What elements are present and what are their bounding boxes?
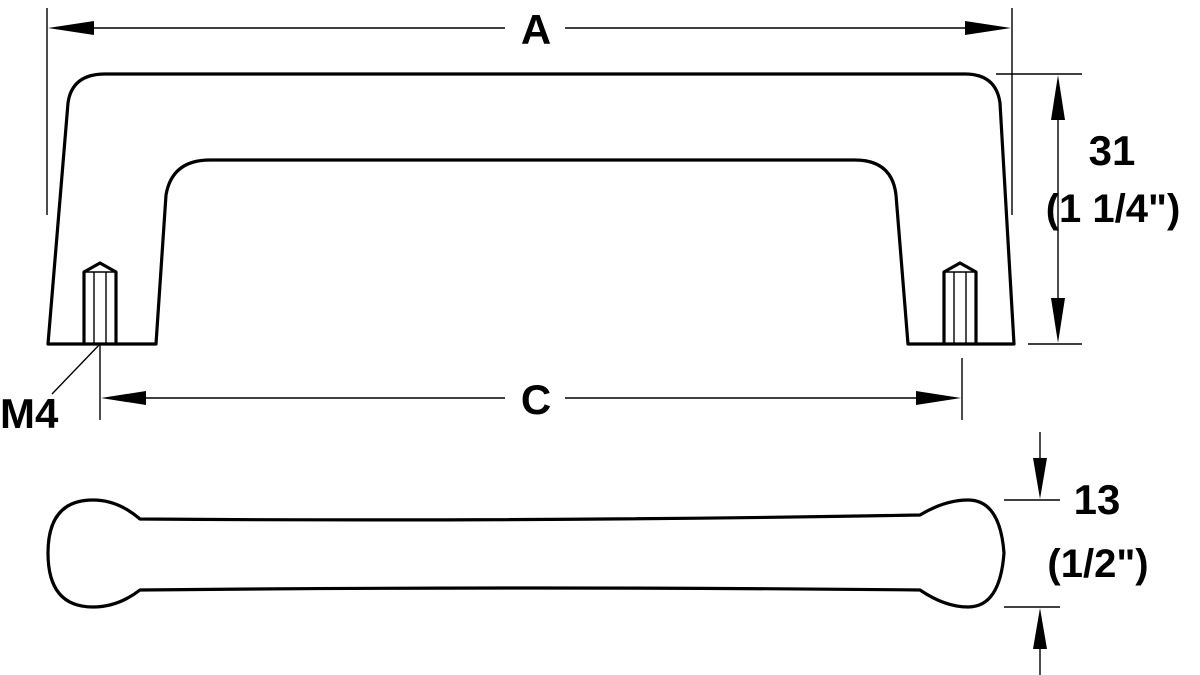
thread-label: M4 [0, 390, 59, 437]
right-thread-insert [942, 261, 978, 346]
dimension-a-label: A [521, 6, 551, 53]
height-mm-label: 31 [1089, 127, 1136, 174]
left-thread-insert [82, 261, 118, 346]
dimension-height: 31 (1 1/4") [996, 73, 1181, 345]
handle-top-view [46, 498, 1006, 609]
depth-mm-label: 13 [1074, 476, 1121, 523]
dimension-c: C [99, 344, 963, 423]
dimension-a: A [46, 6, 1013, 215]
depth-inch-label: (1/2") [1047, 542, 1148, 586]
height-inch-label: (1 1/4") [1046, 187, 1181, 231]
handle-top-outline [46, 498, 1006, 609]
thread-callout: M4 [0, 343, 101, 437]
handle-front-view [46, 72, 1016, 346]
dimension-c-label: C [521, 376, 551, 423]
handle-front-outline [46, 72, 1016, 346]
dimension-depth: 13 (1/2") [1004, 432, 1149, 675]
